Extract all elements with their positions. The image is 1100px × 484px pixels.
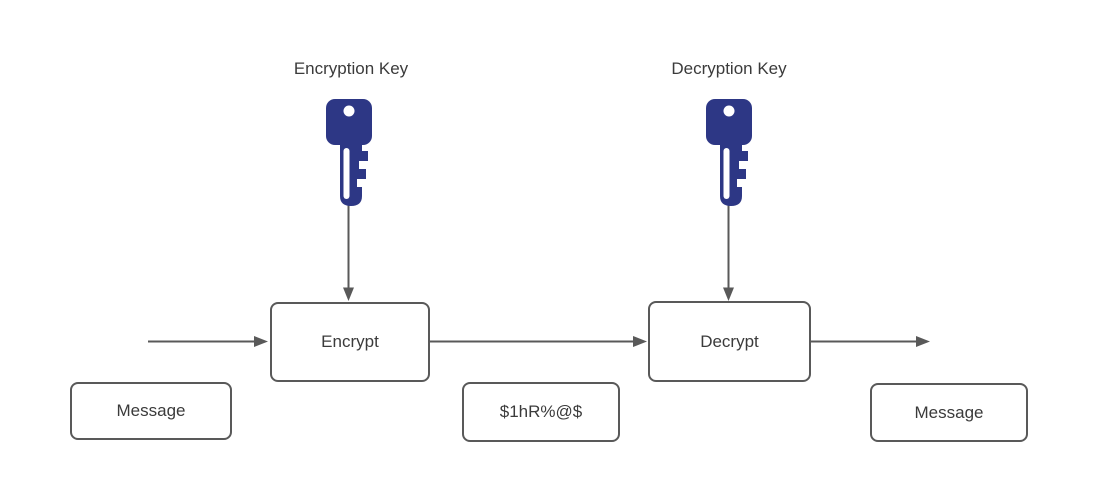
arrow-encryption-key-to-encrypt [343,203,354,301]
ciphertext-label: $1hR%@$ [499,402,583,421]
encryption-key-label: Encryption Key [293,59,409,78]
key-icon [706,99,752,207]
arrow-decrypt-to-output [811,336,930,347]
arrow-decryption-key-to-decrypt [723,203,734,301]
message-input-label: Message [116,401,186,420]
decrypt-box-label: Decrypt [700,331,759,351]
key-icon [326,99,372,207]
encrypt-box: Encrypt [270,302,430,382]
message-output-box: Message [870,383,1028,442]
message-input-box: Message [70,382,232,440]
arrow-encrypt-to-decrypt [430,336,647,347]
decryption-key-label: Decryption Key [671,59,787,78]
encrypt-box-label: Encrypt [321,332,379,351]
ciphertext-box: $1hR%@$ [462,382,620,442]
decrypt-box: Decrypt [648,301,811,382]
message-output-label: Message [914,402,984,422]
arrow-input-to-encrypt [148,336,268,347]
